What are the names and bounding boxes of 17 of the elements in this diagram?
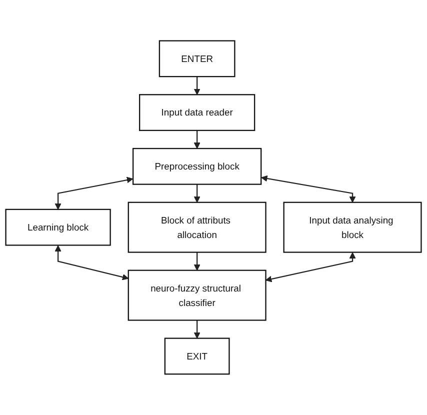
arrow (54, 245, 129, 280)
arrow (194, 130, 200, 149)
node-box: ENTER (158, 40, 236, 78)
node-box: Block of attributs allocation (128, 202, 266, 253)
node-box: Preprocessing block (132, 148, 262, 185)
node-box: EXIT (164, 338, 230, 375)
arrow (194, 184, 200, 203)
arrow (54, 176, 134, 210)
node-box: Input data reader (139, 94, 256, 132)
arrow (194, 76, 200, 95)
node-box: Input data analysing block (283, 202, 422, 253)
arrow (194, 320, 200, 339)
arrow (261, 175, 356, 203)
arrow (194, 252, 200, 271)
arrow (265, 252, 356, 282)
node-box: neuro-fuzzy structural classifier (128, 270, 266, 321)
node-box: Learning block (5, 208, 111, 246)
